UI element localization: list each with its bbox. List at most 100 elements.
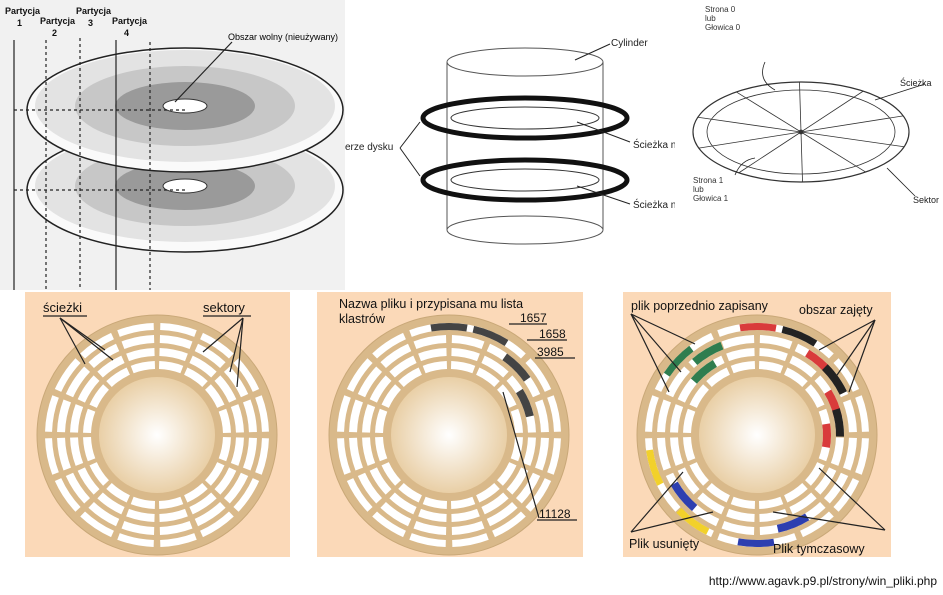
disk-sector bbox=[800, 511, 834, 538]
disk-sector bbox=[65, 472, 91, 504]
disk-sector bbox=[689, 462, 709, 486]
disk-sector bbox=[451, 348, 480, 362]
occupied-label: obszar zajęty bbox=[799, 303, 873, 317]
disk-sector bbox=[349, 437, 363, 471]
disk-sector bbox=[337, 438, 351, 475]
disk-sector bbox=[233, 358, 260, 392]
disk-sector bbox=[758, 496, 784, 509]
disk-sector bbox=[346, 478, 373, 512]
disk-sector bbox=[184, 483, 208, 503]
disk-sector bbox=[337, 395, 351, 432]
disk-sector bbox=[194, 343, 226, 369]
disk-hub bbox=[699, 377, 815, 493]
file-state-cluster bbox=[663, 345, 694, 377]
disk-sector bbox=[677, 467, 700, 495]
disk-sector bbox=[855, 438, 869, 475]
disk-sector bbox=[357, 472, 383, 504]
disk-sector bbox=[233, 478, 260, 512]
disk-sector bbox=[83, 408, 96, 434]
disk-sector bbox=[223, 472, 249, 504]
disk-sector bbox=[159, 521, 193, 535]
disk-sector bbox=[547, 395, 561, 432]
disk-sector bbox=[121, 521, 155, 535]
disk-sector bbox=[814, 467, 837, 495]
file-cluster bbox=[515, 388, 534, 418]
disk-sector bbox=[214, 467, 237, 495]
disk-sector bbox=[380, 343, 412, 369]
file-state-cluster bbox=[690, 359, 717, 384]
disk-sector bbox=[57, 399, 71, 433]
side1-label-line: Strona 1 bbox=[693, 176, 724, 185]
track-label-2: Ścieżka n bbox=[633, 198, 675, 211]
disk-sector bbox=[159, 508, 188, 522]
file-state-cluster bbox=[781, 326, 818, 347]
disk-sector bbox=[665, 366, 691, 398]
cluster-1657: 1657 bbox=[520, 311, 547, 325]
partition-number: 1 bbox=[17, 18, 22, 28]
disk-sector bbox=[418, 348, 447, 362]
disk-sector bbox=[255, 395, 269, 432]
sectors-label: sektory bbox=[203, 300, 245, 315]
disk-sector bbox=[670, 437, 684, 466]
side1-label-line: lub bbox=[693, 185, 704, 194]
cylinder-diagram: Cylinder erze dysku Ścieżka n Ścieżka n bbox=[345, 38, 675, 245]
disk-sector bbox=[83, 436, 96, 462]
disk-sector bbox=[450, 496, 476, 509]
cluster-11128: 11128 bbox=[539, 507, 571, 521]
disk-sector bbox=[654, 478, 681, 512]
track-label-1: Ścieżka n bbox=[633, 138, 675, 151]
disk-sector bbox=[843, 437, 857, 471]
partition-label: Partycja bbox=[5, 6, 41, 16]
disk-sector bbox=[525, 478, 552, 512]
disk-sector bbox=[218, 408, 231, 434]
disk-sector bbox=[789, 355, 817, 378]
sector-spoke bbox=[800, 115, 904, 133]
disk-sector bbox=[230, 437, 244, 466]
disk-sector bbox=[422, 361, 448, 374]
disk-sector bbox=[54, 478, 81, 512]
disk-sector bbox=[759, 348, 788, 362]
file-state-cluster bbox=[692, 341, 724, 366]
disk-sector bbox=[789, 492, 817, 515]
file-state-cluster bbox=[737, 538, 775, 547]
file-state-cluster bbox=[821, 423, 831, 448]
disk-sector bbox=[657, 437, 671, 471]
disk-sector bbox=[413, 335, 447, 349]
disk-sector bbox=[451, 335, 485, 349]
disk-sector bbox=[45, 438, 59, 475]
disk-sector bbox=[205, 384, 225, 408]
disk-sector bbox=[223, 366, 249, 398]
disk-sector bbox=[375, 436, 388, 462]
deleted-label: Plik usunięty bbox=[629, 537, 700, 551]
disk-sector bbox=[160, 533, 197, 547]
disk-sector bbox=[535, 437, 549, 471]
disk-sector bbox=[214, 375, 237, 403]
disk-sector bbox=[89, 384, 109, 408]
disk-sector bbox=[77, 467, 100, 495]
disk-sector bbox=[126, 508, 155, 522]
disk-sector bbox=[525, 358, 552, 392]
disk-sector bbox=[706, 367, 730, 387]
disk-sector bbox=[697, 492, 725, 515]
source-url: http://www.agavk.p9.pl/strony/win_pliki.… bbox=[708, 574, 937, 588]
disk-sector bbox=[159, 335, 193, 349]
disk-sector bbox=[80, 511, 114, 538]
file-cluster bbox=[430, 323, 468, 332]
disk-sector bbox=[126, 348, 155, 362]
disk-sector bbox=[57, 437, 71, 471]
file-state-cluster bbox=[776, 513, 810, 533]
platter-label: erze dysku bbox=[345, 142, 393, 153]
disk-sector bbox=[398, 483, 422, 503]
disk-sector bbox=[184, 367, 208, 387]
file-state-cluster bbox=[676, 507, 710, 535]
disk-sector bbox=[70, 404, 84, 433]
disk-sector bbox=[683, 436, 696, 462]
disk-sector bbox=[389, 492, 417, 515]
partition-label: Partycja bbox=[40, 16, 76, 26]
disk-sector bbox=[106, 367, 130, 387]
disk-sector bbox=[476, 367, 500, 387]
file-state-cluster bbox=[670, 481, 698, 512]
